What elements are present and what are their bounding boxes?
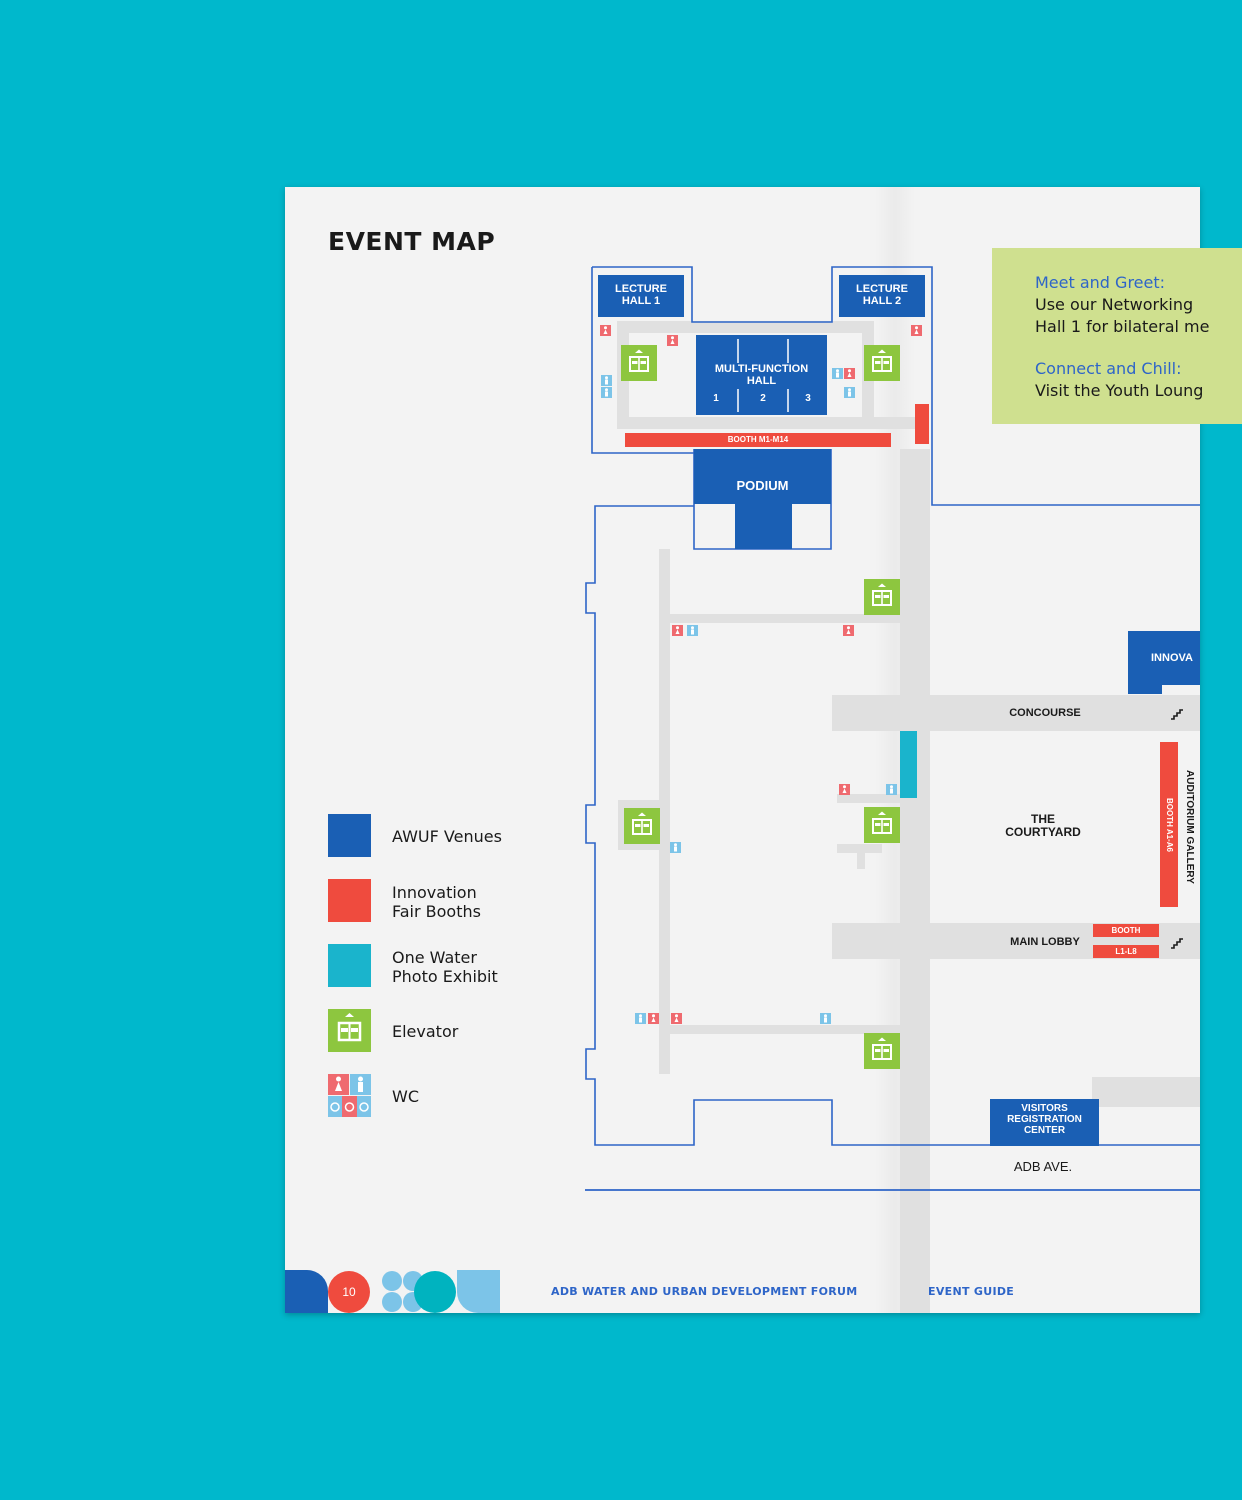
booths <box>625 404 1178 958</box>
venues <box>598 275 1200 1146</box>
callout-text: Hall 1 for bilateral me <box>1035 317 1210 336</box>
restroom-icon <box>601 387 612 398</box>
restroom-icon <box>601 375 612 386</box>
legend-label: WC <box>392 1087 419 1106</box>
booth-m1-m14[interactable] <box>625 433 891 447</box>
callout-heading: Connect and Chill: <box>1035 359 1182 378</box>
legend-item-exhibit: One Water Photo Exhibit <box>328 944 588 988</box>
restroom-icon <box>600 325 611 336</box>
a-label: BOOTH A1-A6 <box>1165 797 1174 852</box>
m-label: BOOTH M1-M14 <box>727 435 789 444</box>
elevator-icon <box>863 578 901 616</box>
stairs-icon <box>1171 938 1183 949</box>
concourse-label: CONCOURSE <box>1009 707 1081 719</box>
elevator-icon <box>328 1009 371 1052</box>
booth-swatch <box>328 879 371 922</box>
l-bottom-label: L1-L8 <box>1115 947 1137 956</box>
podium[interactable] <box>694 449 831 504</box>
visitors-registration-center[interactable] <box>990 1099 1099 1146</box>
multi-function-hall-label: MULTI-FUNCTION HALL <box>714 363 809 387</box>
booth-l-bottom[interactable] <box>1093 945 1159 958</box>
restroom-icon <box>844 387 855 398</box>
1-label: 2 <box>760 393 766 404</box>
elevator-icon <box>863 1032 901 1070</box>
lecture-hall-2[interactable] <box>839 275 925 317</box>
one-water-photo-exhibit[interactable] <box>900 731 917 798</box>
restroom-icon <box>820 1013 831 1024</box>
legend-item-elevator: Elevator <box>328 1009 588 1053</box>
venue-swatch <box>328 814 371 857</box>
podium-label: PODIUM <box>736 478 789 493</box>
elevator-icon <box>863 344 901 382</box>
restroom-icon <box>672 625 683 636</box>
info-callout: Meet and Greet: Use our Networking Hall … <box>992 248 1242 424</box>
page-title: EVENT MAP <box>328 227 496 256</box>
innovation-label: INNOVA <box>1151 652 1193 664</box>
event-guide-page: EVENT MAP AWUF Venues Innovation Fair Bo… <box>285 187 1242 1313</box>
exhibit-swatch <box>328 944 371 987</box>
legend-item-booths: Innovation Fair Booths <box>328 879 588 923</box>
0-label: 1 <box>713 393 719 404</box>
restroom-icon <box>670 842 681 853</box>
legend-item-wc: WC <box>328 1074 588 1118</box>
restrooms <box>600 325 922 1024</box>
restroom-icon <box>671 1013 682 1024</box>
courtyard-label: THE COURTYARD <box>1005 812 1081 839</box>
restroom-icon <box>843 625 854 636</box>
innovation-venue[interactable] <box>1128 631 1200 694</box>
main-lobby-label: MAIN LOBBY <box>1010 936 1080 948</box>
legend-item-venues: AWUF Venues <box>328 814 588 858</box>
elevator-icon <box>863 806 901 844</box>
2-label: 3 <box>805 393 811 404</box>
callout-heading: Meet and Greet: <box>1035 273 1166 292</box>
lecture-hall-2-label: LECTURE HALL 2 <box>856 283 908 307</box>
restroom-icon <box>886 784 897 795</box>
page-number: 10 <box>342 1285 356 1299</box>
lecture-hall-1-label: LECTURE HALL 1 <box>615 283 667 307</box>
callout-text: Visit the Youth Loung <box>1035 381 1204 400</box>
footer-pattern <box>285 1270 500 1313</box>
restroom-icon <box>832 368 843 379</box>
restroom-icon <box>667 335 678 346</box>
restroom-icon <box>839 784 850 795</box>
legend-label: One Water Photo Exhibit <box>392 948 498 986</box>
restroom-icon <box>328 1074 371 1117</box>
booth-l-top[interactable] <box>1093 924 1159 937</box>
visitors-registration-label: VISITORS REGISTRATION CENTER <box>1007 1103 1082 1136</box>
callout-text: Use our Networking <box>1035 295 1194 314</box>
elevator-icon <box>623 807 661 845</box>
footer-guide-name: EVENT GUIDE <box>928 1285 1015 1298</box>
restroom-icon <box>844 368 855 379</box>
multi-function-hall[interactable] <box>696 335 827 415</box>
floor-map <box>585 266 1200 1313</box>
stairs-icon <box>1171 709 1183 720</box>
legend-label: Innovation Fair Booths <box>392 883 481 921</box>
footer-forum-name: ADB WATER AND URBAN DEVELOPMENT FORUM <box>551 1285 858 1298</box>
legend-label: AWUF Venues <box>392 827 502 846</box>
legend-label: Elevator <box>392 1022 459 1041</box>
restroom-icon <box>648 1013 659 1024</box>
corridors <box>617 321 1200 1313</box>
restroom-icon <box>687 625 698 636</box>
l-top-label: BOOTH <box>1111 926 1141 935</box>
elevator-icon <box>620 344 658 382</box>
lecture-hall-1[interactable] <box>598 275 684 317</box>
booth-a1-a6[interactable] <box>1160 742 1178 907</box>
restroom-icon <box>911 325 922 336</box>
street-label: ADB AVE. <box>1013 1159 1073 1174</box>
auditorium-gallery-label: AUDITORIUM GALLERY <box>1184 770 1195 884</box>
restroom-icon <box>635 1013 646 1024</box>
